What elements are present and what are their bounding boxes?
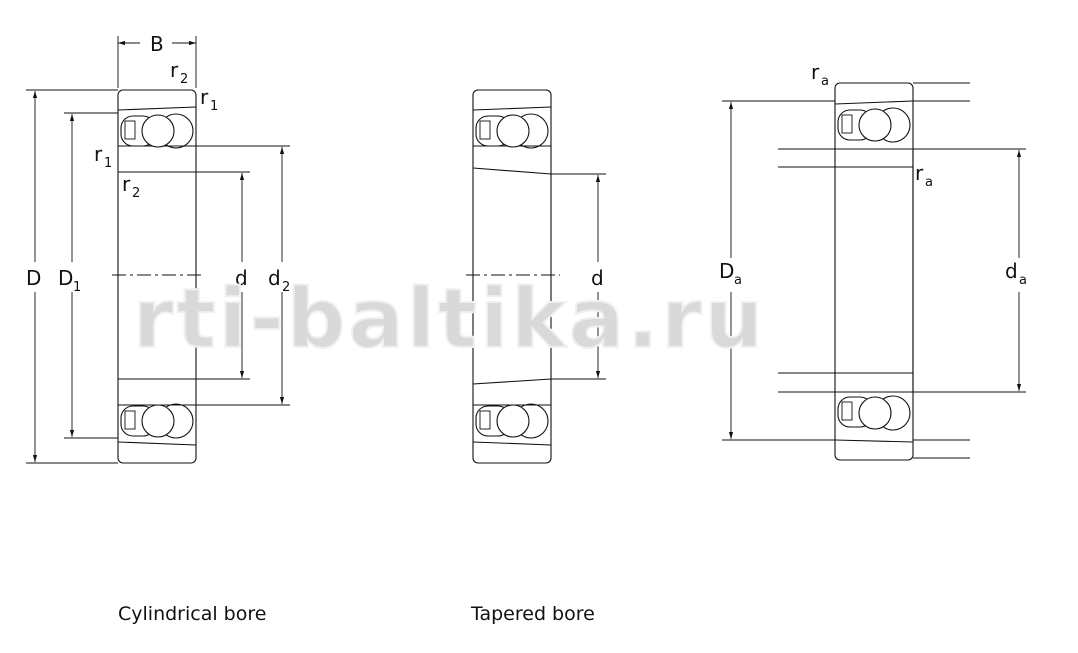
label-D: D xyxy=(26,266,41,290)
svg-text:r: r xyxy=(94,142,103,166)
svg-text:1: 1 xyxy=(210,99,218,114)
label-r2-left: r 2 xyxy=(122,172,140,201)
label-d: d xyxy=(235,266,248,290)
svg-text:r: r xyxy=(122,172,131,196)
svg-text:a: a xyxy=(734,273,742,288)
tapered-bore-bearing: d xyxy=(466,89,606,464)
abut-bottom-rollers xyxy=(837,395,911,431)
label-r1-right: r 1 xyxy=(200,85,218,114)
svg-text:d: d xyxy=(1005,259,1018,283)
abut-top-rollers xyxy=(837,107,911,143)
svg-text:r: r xyxy=(811,60,820,84)
label-d2: d 2 xyxy=(268,266,290,295)
svg-text:r: r xyxy=(200,85,209,109)
tap-bottom-rollers xyxy=(475,403,549,439)
cyl-top-rollers xyxy=(120,113,194,149)
cyl-bottom-rollers xyxy=(120,403,194,439)
label-ra-right: r a xyxy=(915,161,933,190)
watermark-text: rti-baltika.ru xyxy=(133,272,766,367)
svg-text:a: a xyxy=(925,175,933,190)
tap-outer-ring-bottom-edge xyxy=(472,106,552,111)
svg-text:a: a xyxy=(1019,273,1027,288)
svg-text:a: a xyxy=(821,74,829,89)
svg-text:1: 1 xyxy=(104,156,112,171)
svg-text:D: D xyxy=(58,266,73,290)
label-da: d a xyxy=(1005,259,1027,288)
tap-outline xyxy=(472,89,552,464)
label-r1-left: r 1 xyxy=(94,142,112,171)
cyl-outer-ring-bottom-edge xyxy=(117,106,197,111)
abut-top-ring-edges xyxy=(834,100,914,168)
cylindrical-bore-bearing: B D D 1 d d 2 r 2 r 1 r 1 r 2 xyxy=(26,32,290,464)
svg-text:2: 2 xyxy=(132,186,140,201)
abut-bottom-ring-edges xyxy=(834,372,914,443)
svg-text:D: D xyxy=(719,259,734,283)
label-b: B xyxy=(150,32,164,56)
label-Da: D a xyxy=(719,259,742,288)
svg-text:1: 1 xyxy=(73,280,81,295)
cyl-outline xyxy=(117,89,197,464)
svg-text:r: r xyxy=(915,161,924,185)
svg-text:2: 2 xyxy=(282,280,290,295)
label-D1: D 1 xyxy=(58,266,81,295)
abut-housing-lines-left xyxy=(778,100,835,441)
abutment-drawing: D a d a r a r a xyxy=(719,60,1027,461)
svg-text:d: d xyxy=(268,266,281,290)
label-r2-top: r 2 xyxy=(170,58,188,87)
tap-top-rollers xyxy=(475,113,549,149)
svg-text:r: r xyxy=(170,58,179,82)
tap-label-d: d xyxy=(591,266,604,290)
svg-text:2: 2 xyxy=(180,72,188,87)
abut-housing-lines-right xyxy=(913,82,970,459)
caption-tapered-bore: Tapered bore xyxy=(470,603,595,625)
label-ra-top: r a xyxy=(811,60,829,89)
caption-cylindrical-bore: Cylindrical bore xyxy=(118,603,266,625)
